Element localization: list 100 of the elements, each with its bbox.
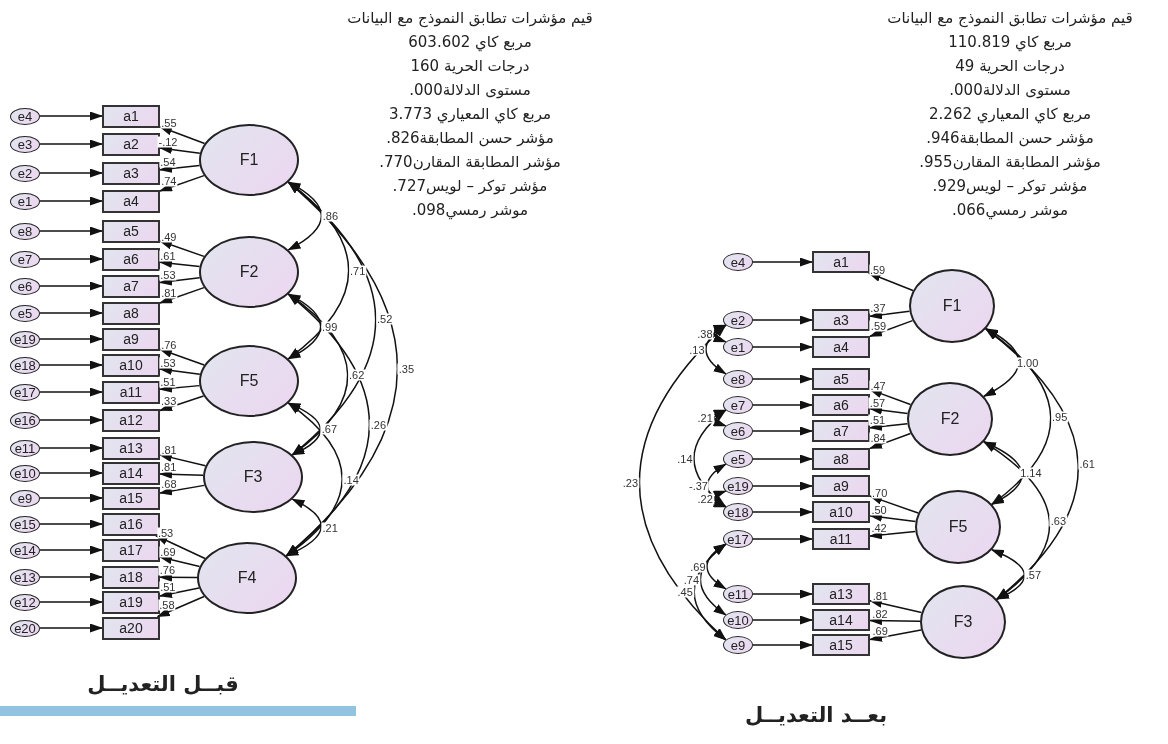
arrow [752, 426, 813, 436]
latent-factor-ellipse: F1 [909, 269, 995, 343]
arrow [39, 545, 103, 555]
arrow [39, 254, 103, 264]
arrow [159, 587, 200, 598]
arrow [159, 259, 201, 268]
fit-index-text: درجات الحرية 49 [955, 56, 1065, 77]
arrow [39, 597, 103, 607]
fit-index-text: مربع كاي المعياري 2.262 [929, 104, 1091, 126]
observed-variable-box: a18 [102, 565, 160, 589]
observed-variable-box: a11 [812, 528, 870, 550]
observed-variable-box: a19 [102, 590, 160, 614]
fit-index-text: مؤشر توكر – لويس929. [932, 176, 1088, 197]
observed-variable-box: a7 [812, 420, 870, 442]
edge-label: .63 [1049, 515, 1067, 526]
edge-label: .81 [160, 444, 178, 456]
fit-index-text: مربع كاي 603.602 [408, 32, 532, 54]
edge-label: .21 [321, 522, 339, 533]
error-term-ellipse: e6 [10, 277, 40, 295]
edge-label: .99 [321, 321, 339, 332]
fit-index-text: مربع كاي المعياري 3.773 [389, 104, 551, 126]
arrow [159, 453, 207, 467]
latent-factor-ellipse: F1 [199, 124, 299, 196]
edge-label: .35 [397, 363, 416, 375]
arrow [159, 145, 201, 155]
error-term-ellipse: e3 [10, 135, 40, 153]
observed-variable-box: a17 [102, 538, 160, 562]
edge-label: .57 [868, 397, 887, 409]
arrow [752, 374, 813, 384]
curved-double-arrow [712, 324, 727, 343]
curved-double-arrow [706, 463, 727, 508]
arrow [752, 589, 813, 599]
edge-label: .38 [696, 328, 714, 339]
edge-label: .21 [696, 412, 714, 424]
edge-label: .95 [1051, 411, 1069, 422]
arrow [752, 640, 813, 650]
edge-label: .76 [158, 564, 177, 576]
latent-factor-ellipse: F2 [907, 382, 993, 456]
observed-variable-box: a7 [102, 274, 160, 298]
observed-variable-box: a6 [812, 394, 870, 416]
fit-index-text: مؤشر حسن المطابقة946. [926, 128, 1094, 149]
error-term-ellipse: e13 [10, 568, 40, 586]
arrow [39, 226, 103, 236]
arrow [39, 572, 103, 582]
observed-variable-box: a9 [812, 475, 870, 497]
error-term-ellipse: e2 [10, 164, 40, 182]
edge-label: -.12 [157, 136, 179, 148]
error-term-ellipse: e8 [10, 222, 40, 240]
edge-label: .74 [160, 175, 178, 187]
edge-label: .67 [320, 423, 339, 435]
error-term-ellipse: e4 [723, 253, 753, 271]
arrow [39, 281, 103, 291]
edge-label: .59 [869, 320, 888, 332]
arrow [869, 310, 911, 320]
edge-label: .42 [870, 522, 888, 534]
curved-double-arrow [705, 324, 727, 375]
edge-label: .49 [160, 231, 178, 243]
edge-label: .54 [159, 156, 177, 168]
observed-variable-box: a5 [812, 368, 870, 390]
error-term-ellipse: e18 [10, 356, 40, 374]
edge-label: .47 [869, 380, 887, 392]
edge-label: .50 [870, 504, 888, 516]
fit-index-text: درجات الحرية 160 [410, 56, 530, 77]
latent-factor-ellipse: F5 [915, 490, 1001, 564]
error-term-ellipse: e17 [10, 383, 40, 401]
arrow [869, 495, 919, 514]
latent-factor-ellipse: F5 [199, 345, 299, 417]
error-term-ellipse: e4 [10, 107, 40, 125]
edge-label: .81 [871, 590, 889, 602]
arrow [39, 360, 103, 370]
edge-label: .23 [621, 477, 640, 488]
observed-variable-box: a2 [102, 132, 160, 156]
error-term-ellipse: e19 [10, 330, 40, 348]
edge-label: .71 [349, 265, 367, 276]
observed-variable-box: a14 [812, 609, 870, 631]
observed-variable-box: a1 [102, 104, 160, 128]
arrow [39, 443, 103, 453]
curved-double-arrow [712, 490, 727, 508]
arrow [159, 484, 206, 496]
fit-index-text: قيم مؤشرات تطابق النموذج مع البيانات [887, 8, 1133, 30]
curved-double-arrow [712, 409, 727, 427]
edge-label: .82 [871, 608, 889, 620]
arrow [159, 164, 201, 173]
arrow [156, 595, 205, 618]
arrow [752, 400, 813, 410]
fit-index-text: موشر رمسي098. [412, 200, 528, 222]
error-term-ellipse: e2 [723, 311, 753, 329]
observed-variable-box: a20 [102, 616, 160, 640]
error-term-ellipse: e19 [723, 477, 753, 495]
edge-label: .69 [689, 561, 707, 572]
edge-label: .74 [682, 574, 701, 585]
error-term-ellipse: e10 [10, 464, 40, 482]
arrow [39, 468, 103, 478]
edge-label: .81 [160, 287, 178, 299]
arrow [752, 481, 813, 491]
arrow [869, 629, 922, 642]
fit-index-text: مستوى الدلالة000. [409, 80, 531, 101]
arrow [39, 168, 103, 178]
fit-index-text: مؤشر المطابقة المقارن770. [379, 152, 561, 173]
error-term-ellipse: e1 [10, 192, 40, 210]
